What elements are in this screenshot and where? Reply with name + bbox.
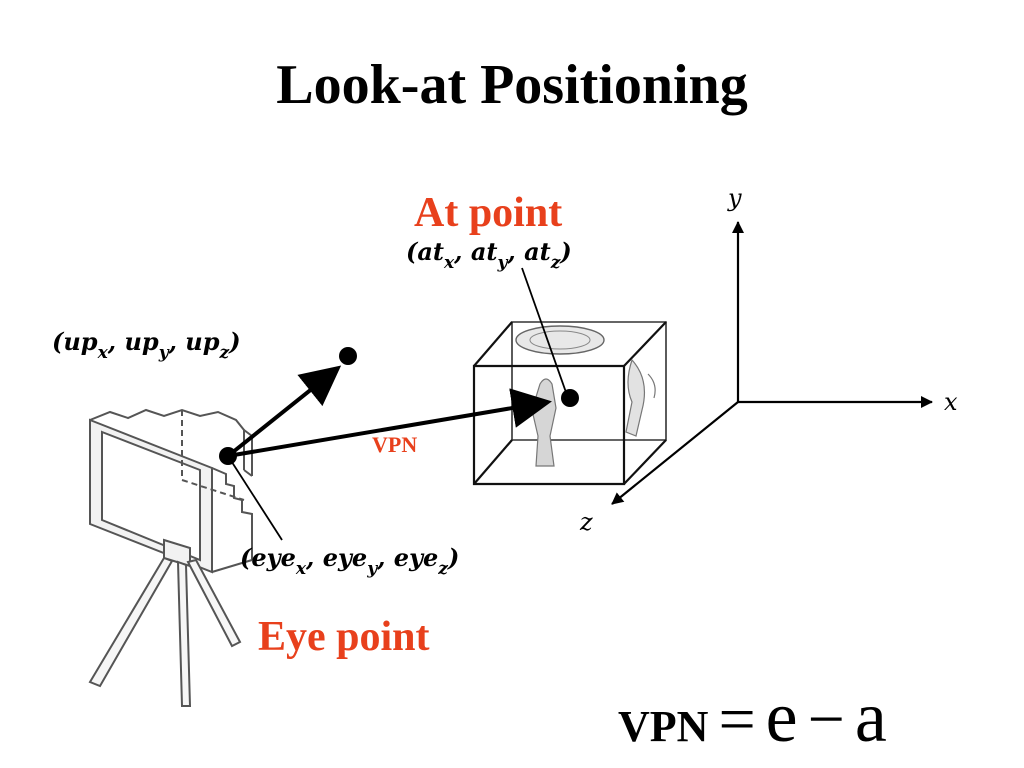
up-coordinates: (upx, upy, upz): [52, 327, 241, 363]
formula-minus: −: [807, 683, 845, 756]
formula-a: a: [854, 677, 887, 757]
at-pointer-line: [521, 267, 569, 399]
at-point-dot: [561, 389, 579, 407]
axis-label-y: y: [727, 184, 742, 212]
up-point-dot: [339, 347, 357, 365]
axis-label-z: z: [579, 508, 593, 536]
formula-lhs: VPN: [618, 702, 709, 751]
vpn-label: VPN: [372, 432, 417, 457]
at-point-label: At point: [414, 190, 562, 236]
eye-coordinates: (eyex, eyey, eyez): [240, 543, 459, 579]
at-coordinates: (atx, aty, atz): [406, 237, 572, 273]
slide-title: Look-at Positioning: [276, 54, 748, 116]
eye-point-dot: [219, 447, 237, 465]
up-vector-arrow: [226, 365, 342, 458]
z-axis: [611, 401, 739, 505]
camera-on-tripod-icon: [88, 408, 253, 707]
formula-equals: =: [718, 683, 756, 756]
vpn-formula: VPN = e − a: [618, 676, 887, 757]
vpn-arrow: [227, 388, 552, 458]
formula-e: e: [765, 677, 798, 757]
eye-point-label: Eye point: [258, 614, 430, 660]
eye-pointer-line: [227, 455, 283, 541]
axis-label-x: x: [944, 388, 958, 416]
vectors: [226, 267, 569, 541]
coordinate-axes-icon: [611, 221, 933, 505]
